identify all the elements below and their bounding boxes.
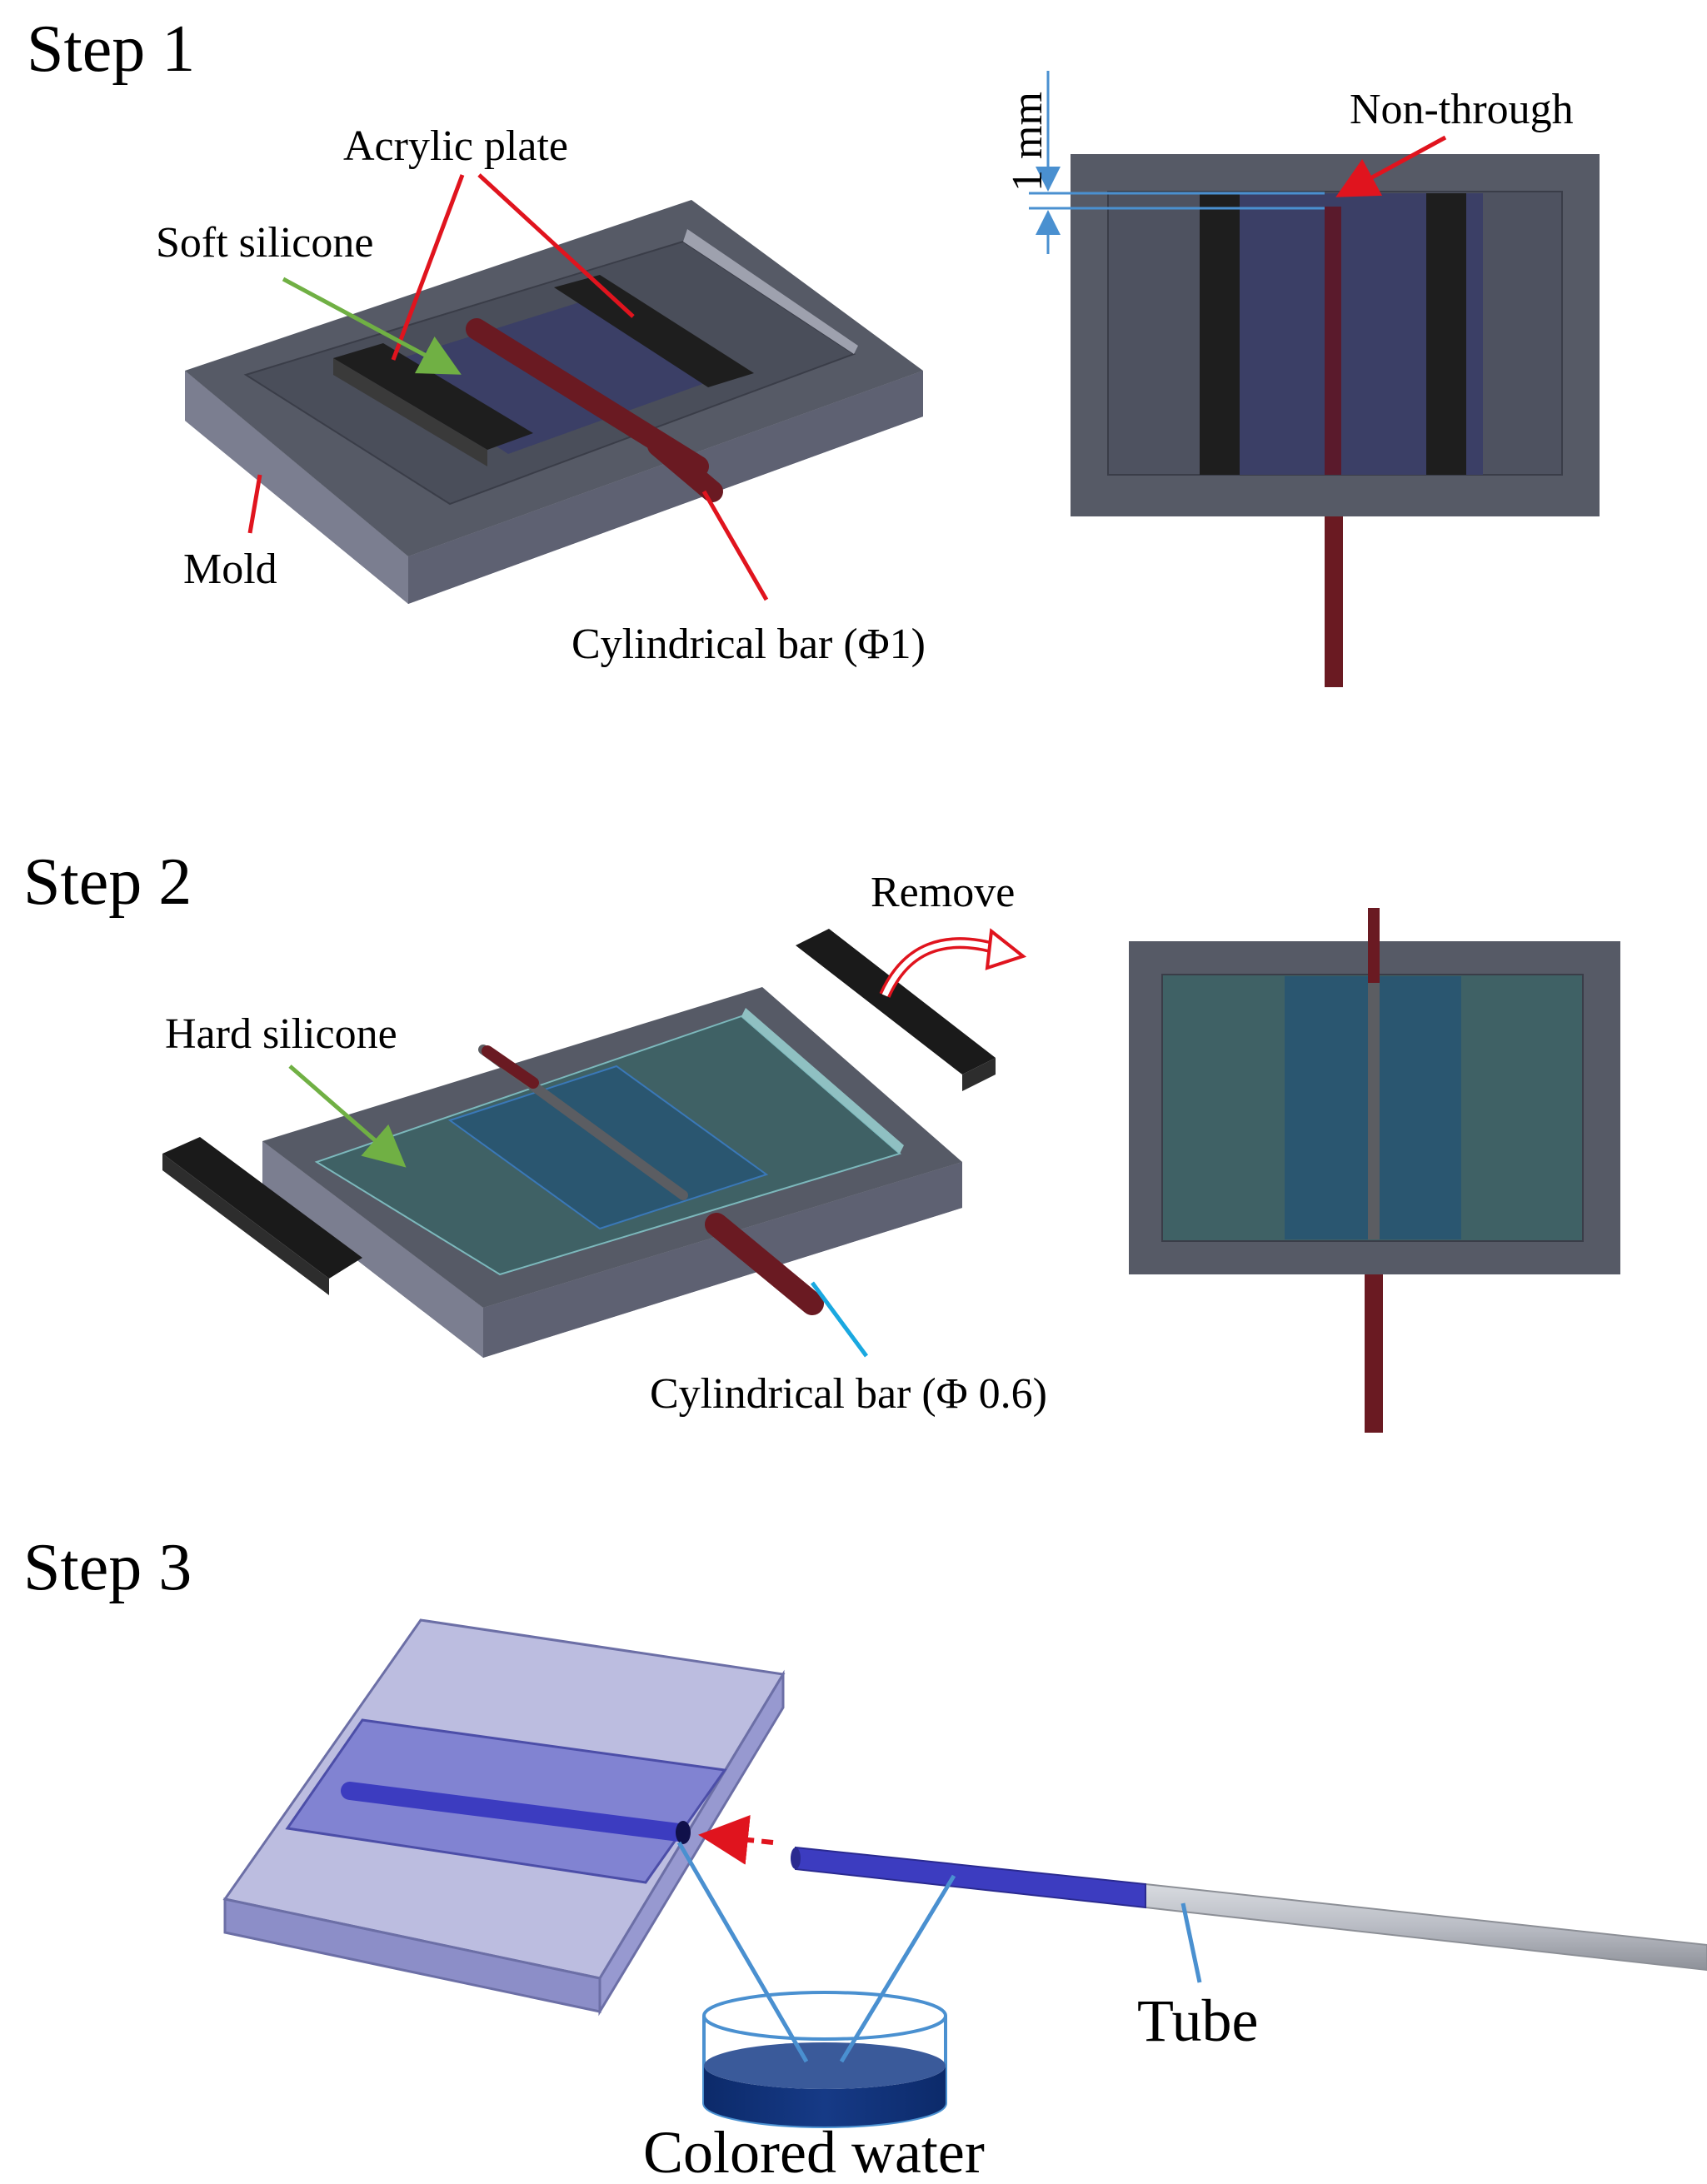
cylindrical-bar-2-back xyxy=(482,1045,539,1089)
step3-block xyxy=(222,1618,786,2017)
step2-title: Step 2 xyxy=(23,845,192,919)
top-view-acrylic-left xyxy=(1200,193,1240,475)
label-colored-water: Colored water xyxy=(643,2119,985,2184)
removed-plate-left xyxy=(162,1137,362,1279)
step3-panel: Step 3 Tube xyxy=(23,1531,1707,2184)
top-view-acrylic-right xyxy=(1426,193,1466,475)
pointer-water-to-tube xyxy=(839,1874,956,2063)
removed-plate-right xyxy=(796,929,996,1075)
step1-top-view: 1 mm Non-through xyxy=(1004,71,1600,687)
acrylic-plate-right xyxy=(554,275,754,387)
top-view-bar-outer xyxy=(1325,516,1343,687)
step3-tube xyxy=(791,1846,1707,1972)
cylindrical-bar-1-outer xyxy=(647,435,723,502)
mold-cavity-wall xyxy=(683,229,858,354)
label-soft-silicone: Soft silicone xyxy=(156,219,373,267)
step1-title: Step 1 xyxy=(27,12,195,86)
top-view-bar xyxy=(1325,207,1341,475)
step2-top-view xyxy=(1129,908,1620,1433)
pointer-water-to-channel xyxy=(676,1841,809,2063)
pointer-mold xyxy=(247,474,262,534)
beaker-water xyxy=(704,2066,946,2127)
step2-iso-mold xyxy=(262,987,962,1358)
label-cylindrical-bar-1: Cylindrical bar (Φ1) xyxy=(571,621,926,668)
insert-arrow xyxy=(698,1815,774,1865)
label-hard-silicone: Hard silicone xyxy=(165,1010,397,1058)
label-cylindrical-bar-2: Cylindrical bar (Φ 0.6) xyxy=(650,1370,1047,1418)
beaker-rim xyxy=(702,1991,947,2041)
remove-arrow-inner xyxy=(881,940,1001,997)
label-mold: Mold xyxy=(183,546,277,593)
remove-arrow-head xyxy=(985,928,1027,970)
label-tube: Tube xyxy=(1137,1987,1258,2054)
mold-right-face xyxy=(408,371,923,604)
label-non-through: Non-through xyxy=(1350,86,1574,133)
cylindrical-bar-2-outer xyxy=(705,1213,824,1315)
silicone-strip xyxy=(285,1718,727,1884)
pointer-bar-2 xyxy=(810,1281,869,1358)
step3-title: Step 3 xyxy=(23,1531,192,1604)
tube-end xyxy=(791,1847,801,1869)
acrylic-plate-left-side xyxy=(333,358,487,466)
step1-iso-mold xyxy=(185,200,923,604)
mold2-left-face xyxy=(262,1141,483,1358)
mold2-right-face xyxy=(483,1162,962,1358)
pointer-soft-silicone xyxy=(282,277,462,375)
tube-filled-section xyxy=(795,1846,1146,1909)
step2-panel: Step 2 Remove Hard silicone Cylindr xyxy=(23,845,1620,1433)
hard-silicone-center xyxy=(447,1065,769,1230)
hard-silicone-wall xyxy=(741,1008,904,1154)
top-view2-bar xyxy=(1368,908,1380,1239)
top-view2-bar-top xyxy=(1368,908,1380,983)
top-view2-bar-outer xyxy=(1365,1274,1383,1433)
pointer-hard-silicone xyxy=(288,1065,407,1168)
channel-opening xyxy=(676,1821,691,1844)
pointer-acrylic-right xyxy=(477,173,635,318)
step3-beaker xyxy=(702,1991,947,2128)
label-remove: Remove xyxy=(871,869,1015,916)
pointer-non-through xyxy=(1335,135,1447,197)
step1-panel: Step 1 Acrylic plate xyxy=(27,12,1600,687)
acrylic-plate-left xyxy=(333,343,533,450)
label-dimension: 1 mm xyxy=(1004,92,1051,192)
removed-plate-left-side xyxy=(162,1154,329,1295)
tube-body xyxy=(1145,1882,1707,1972)
pointer-acrylic-left xyxy=(391,174,465,361)
channel xyxy=(341,1782,688,1842)
mold-left-face xyxy=(185,371,408,604)
beaker-water-surface xyxy=(704,2042,946,2089)
removed-plate-right-side xyxy=(962,1058,996,1091)
pointer-bar-1 xyxy=(701,490,769,601)
pointer-tube xyxy=(1180,1902,1202,1983)
label-acrylic-plate: Acrylic plate xyxy=(343,122,568,170)
